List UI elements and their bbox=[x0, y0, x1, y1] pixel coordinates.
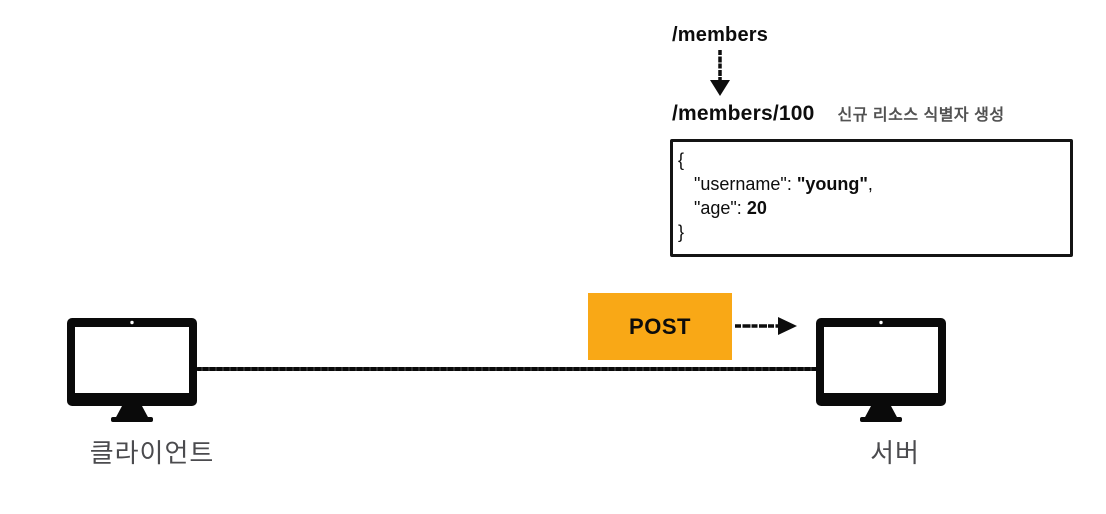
request-body-box: { "username": "young", "age": 20 } bbox=[670, 139, 1073, 257]
json-value-age: 20 bbox=[746, 198, 767, 218]
server-monitor-icon bbox=[816, 318, 946, 422]
json-line-age: "age": 20 bbox=[673, 196, 1070, 220]
json-key-age: "age": bbox=[694, 198, 747, 218]
json-key-username: "username": bbox=[694, 174, 797, 194]
json-line-username: "username": "young", bbox=[673, 172, 1070, 196]
client-label: 클라이언트 bbox=[89, 438, 215, 468]
json-value-username: "young" bbox=[796, 174, 868, 194]
json-open-brace: { bbox=[678, 150, 685, 170]
result-path-row: /members/100 신규 리소스 식별자 생성 bbox=[672, 101, 1005, 126]
json-trail-username: , bbox=[867, 174, 873, 194]
post-method-badge: POST bbox=[588, 293, 732, 360]
result-path-note: 신규 리소스 식별자 생성 bbox=[837, 107, 1005, 124]
down-arrow-icon bbox=[710, 50, 730, 96]
right-arrow-icon bbox=[735, 317, 797, 335]
source-path-label: /members bbox=[672, 24, 769, 46]
json-close-brace: } bbox=[678, 222, 685, 242]
server-label: 서버 bbox=[870, 438, 920, 468]
client-server-connection-line bbox=[196, 367, 818, 371]
client-monitor-icon bbox=[67, 318, 197, 422]
result-path-label: /members/100 bbox=[672, 102, 815, 125]
